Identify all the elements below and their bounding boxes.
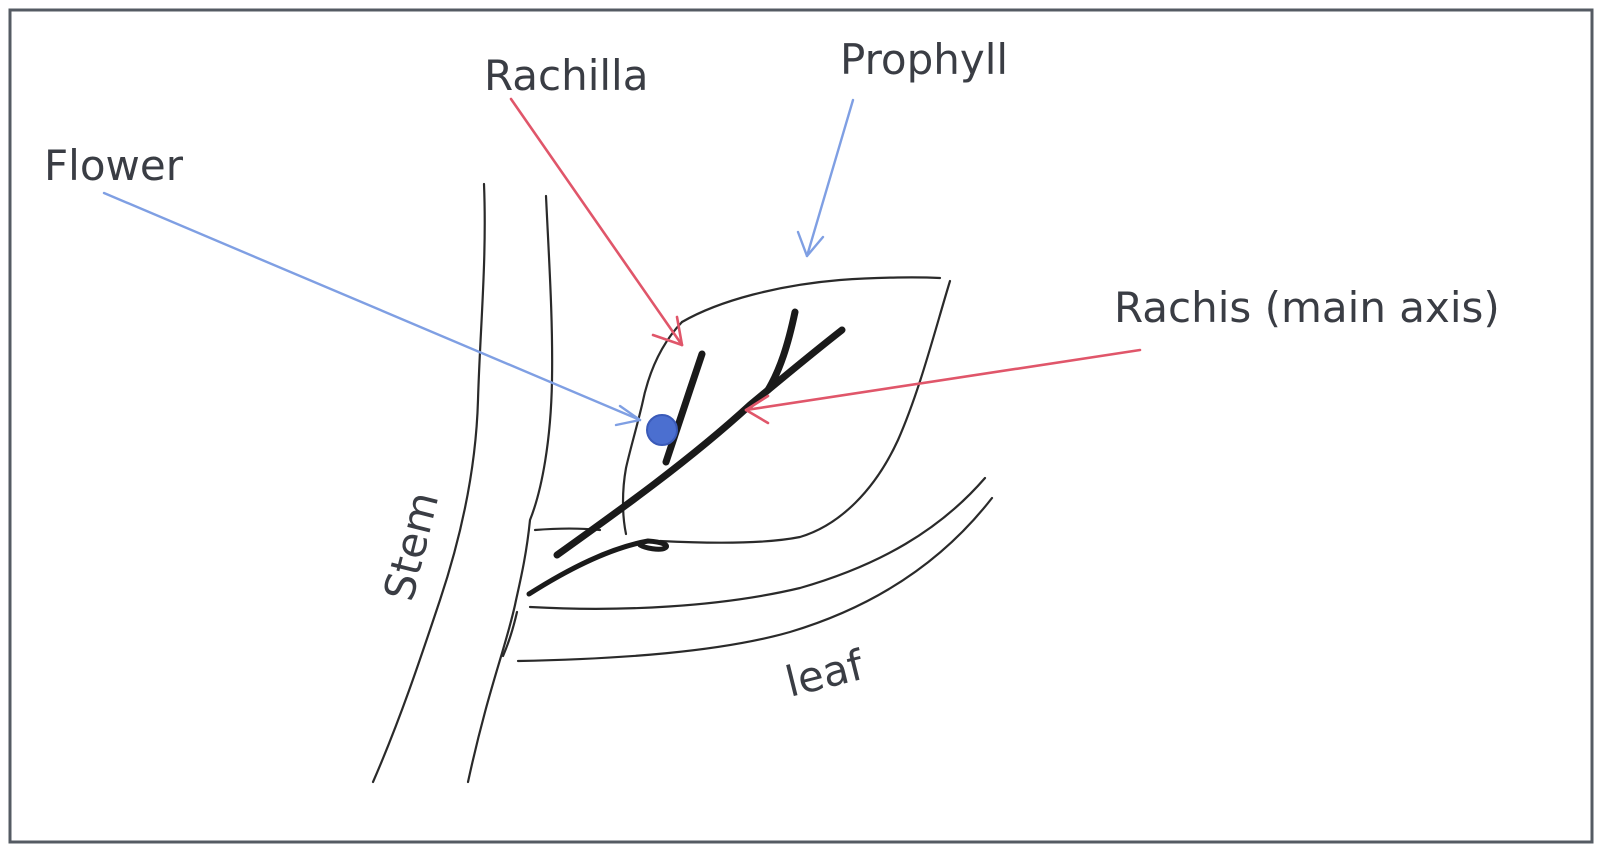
prophyll-label: Prophyll <box>840 35 1008 84</box>
rachis-drawing <box>526 308 846 597</box>
rachis-arrow <box>744 348 1142 425</box>
diagram-frame <box>8 8 1594 844</box>
prophyll-arrow <box>796 98 855 258</box>
prophyll-drawing <box>533 276 952 544</box>
leaf-label: leaf <box>781 640 870 707</box>
leaf-drawing <box>516 476 994 663</box>
flower-label: Flower <box>44 141 184 190</box>
rachilla-arrow <box>509 97 684 347</box>
stem-drawing <box>371 182 554 784</box>
rachilla-label: Rachilla <box>484 51 648 100</box>
stem-label: Stem <box>374 487 448 605</box>
rachis-label: Rachis (main axis) <box>1114 283 1500 332</box>
flower-arrow <box>102 191 642 427</box>
flower-dot <box>646 414 678 446</box>
